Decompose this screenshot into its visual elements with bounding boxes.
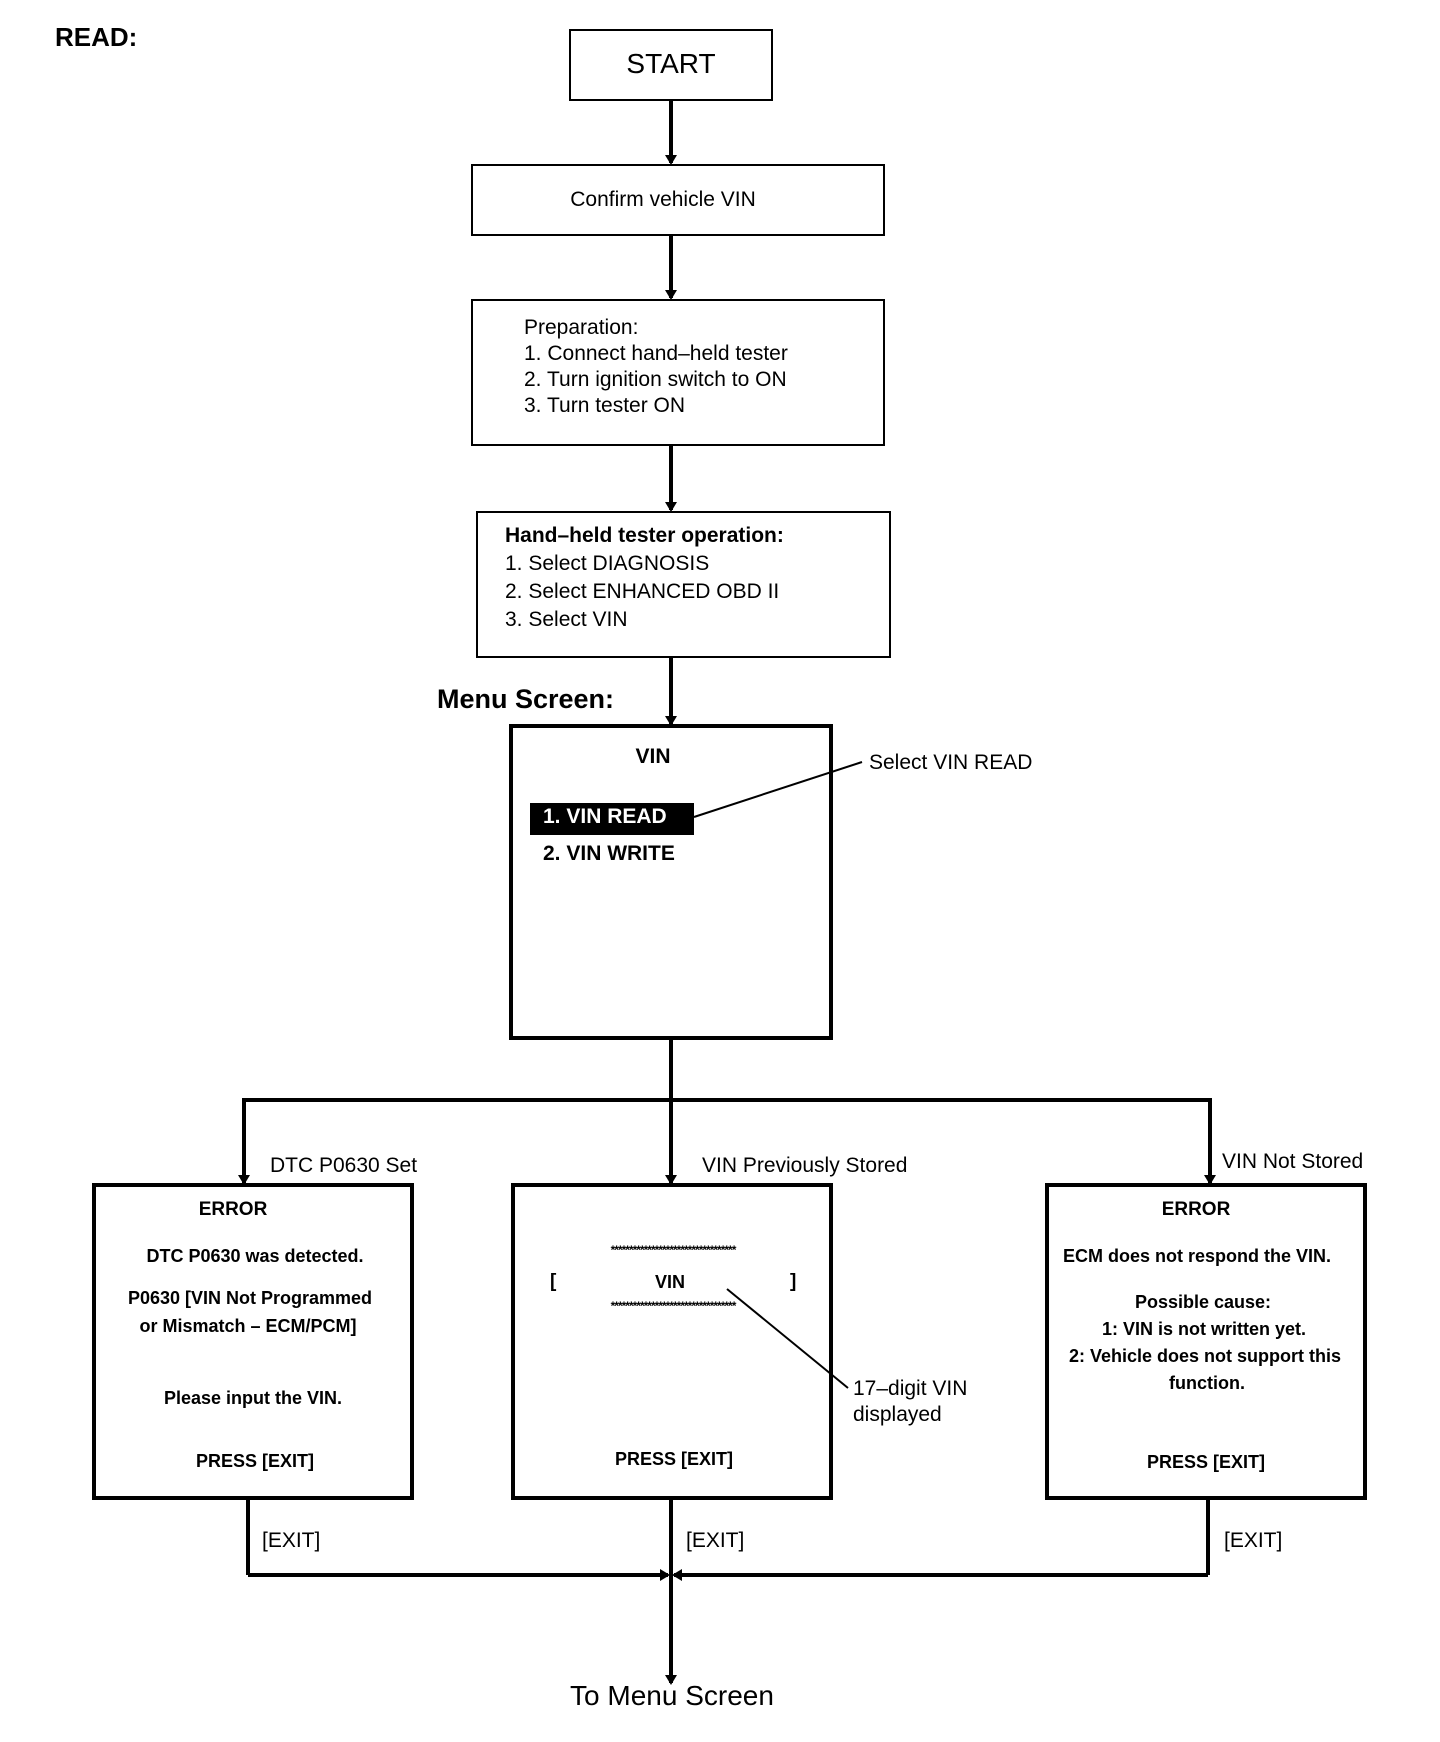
left-screen-line: or Mismatch – ECM/PCM]: [139, 1316, 357, 1336]
exit-label-left: [EXIT]: [262, 1529, 321, 1552]
left-screen-line: Please input the VIN.: [163, 1388, 343, 1408]
confirm-vin-label: Confirm vehicle VIN: [570, 188, 756, 211]
right-screen-line: ECM does not respond the VIN.: [1062, 1246, 1332, 1266]
branch-label-dtc: DTC P0630 Set: [270, 1154, 418, 1177]
callout-leader-vin-digit: [726, 1288, 849, 1389]
right-screen-press: PRESS [EXIT]: [1146, 1452, 1266, 1472]
center-screen-bracket-open: [: [550, 1271, 557, 1292]
callout-select-vin-read: Select VIN READ: [869, 751, 1033, 774]
tester-operation-text: Hand–held tester operation: 1. Select DI…: [505, 522, 784, 634]
exit-label-right: [EXIT]: [1224, 1529, 1283, 1552]
preparation-title: Preparation:: [524, 316, 639, 339]
left-screen-box: [92, 1183, 414, 1500]
right-screen-line: 1: VIN is not written yet.: [1101, 1319, 1307, 1339]
start-label: START: [626, 48, 716, 79]
confirm-vin-box: [471, 164, 885, 236]
branch-label-previously-stored: VIN Previously Stored: [702, 1154, 908, 1177]
branch-label-not-stored: VIN Not Stored: [1222, 1150, 1364, 1173]
preparation-step: 3. Turn tester ON: [524, 394, 686, 417]
right-screen-title: ERROR: [1161, 1199, 1231, 1220]
page-heading: READ:: [55, 22, 138, 52]
center-screen-stars-top: **********************************: [610, 1243, 737, 1257]
center-screen-press: PRESS [EXIT]: [614, 1449, 734, 1469]
left-screen-press: PRESS [EXIT]: [195, 1451, 315, 1471]
right-screen-line: function.: [1169, 1373, 1245, 1393]
menu-screen-box: [509, 724, 833, 1040]
preparation-text: Preparation: 1. Connect hand–held tester…: [524, 315, 788, 419]
tester-operation-step: 1. Select DIAGNOSIS: [505, 552, 710, 575]
callout-17-digit-vin: 17–digit VIN displayed: [853, 1376, 967, 1428]
left-screen-line: P0630 [VIN Not Programmed: [127, 1288, 373, 1308]
menu-screen-label: Menu Screen:: [437, 684, 615, 714]
menu-option-vin-write: 2. VIN WRITE: [543, 842, 675, 865]
preparation-box: [471, 299, 885, 446]
callout-leader-vin-read: [693, 761, 863, 818]
preparation-step: 1. Connect hand–held tester: [524, 342, 788, 365]
preparation-step: 2. Turn ignition switch to ON: [524, 368, 787, 391]
tester-operation-step: 2. Select ENHANCED OBD II: [505, 580, 780, 603]
center-screen-vin: VIN: [654, 1272, 686, 1292]
footer-to-menu-screen: To Menu Screen: [570, 1680, 774, 1711]
menu-option-vin-read: 1. VIN READ: [543, 805, 667, 828]
center-screen-stars-bottom: **********************************: [610, 1299, 737, 1313]
tester-operation-box: [476, 511, 891, 658]
menu-screen-title: VIN: [635, 745, 671, 768]
tester-operation-title: Hand–held tester operation:: [505, 524, 784, 547]
callout-line: displayed: [853, 1403, 942, 1426]
right-screen-line: Possible cause:: [1134, 1292, 1272, 1312]
right-screen-line: 2: Vehicle does not support this: [1068, 1346, 1342, 1366]
center-screen-bracket-close: ]: [790, 1271, 797, 1292]
vin-read-highlight: [530, 803, 694, 835]
tester-operation-step: 3. Select VIN: [505, 608, 628, 631]
left-screen-line: DTC P0630 was detected.: [146, 1246, 364, 1266]
left-screen-title: ERROR: [198, 1199, 268, 1220]
callout-line: 17–digit VIN: [853, 1377, 968, 1400]
exit-label-center: [EXIT]: [686, 1529, 745, 1552]
